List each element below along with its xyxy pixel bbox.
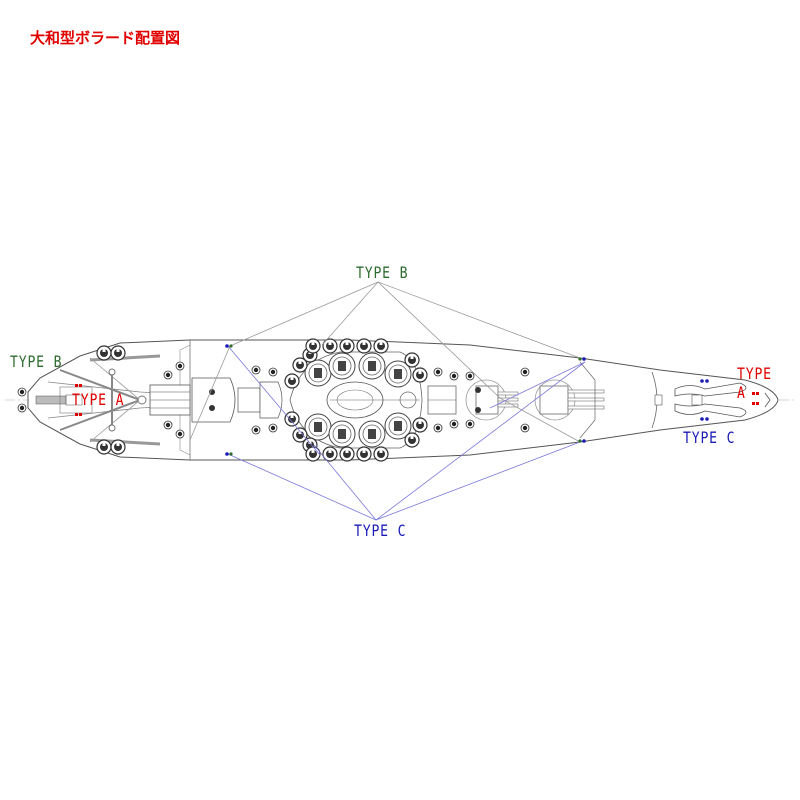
label-type-a-stern: TYPE A	[737, 364, 772, 402]
type-b-bollards	[229, 344, 582, 443]
type-c-leaders	[227, 345, 586, 521]
type-b-leaders	[189, 281, 581, 443]
type-c-bollards	[225, 344, 586, 456]
label-type-c-stern: TYPE C	[683, 428, 736, 447]
stern-deck-gear	[654, 379, 771, 421]
label-type-b-bow: TYPE B	[10, 352, 63, 371]
label-type-b-top: TYPE B	[356, 263, 409, 282]
diagram-title: 大和型ボラード配置図	[30, 29, 181, 47]
superstructure	[284, 338, 428, 462]
aft-secondary	[427, 367, 475, 433]
bow-deck-gear	[17, 345, 191, 455]
label-type-c-bottom: TYPE C	[354, 521, 407, 540]
turret-4	[534, 361, 605, 439]
label-type-a-bow: TYPE A	[72, 390, 125, 409]
turret-3	[465, 367, 530, 433]
